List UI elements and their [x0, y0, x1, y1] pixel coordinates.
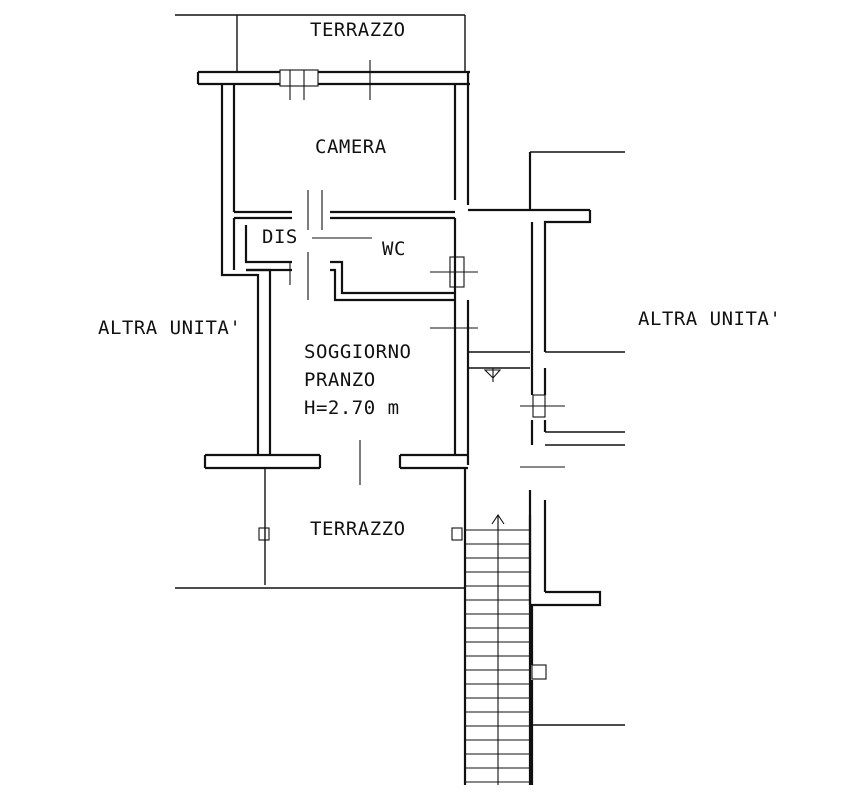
label-altra-unita-left: ALTRA UNITA'	[98, 317, 241, 339]
label-terrazzo-top: TERRAZZO	[310, 19, 406, 41]
label-height: H=2.70 m	[304, 397, 400, 419]
terrace-bottom-outline	[175, 468, 465, 589]
label-pranzo: PRANZO	[304, 369, 376, 391]
apartment-walls	[196, 60, 478, 485]
right-unit-walls	[468, 151, 625, 785]
label-terrazzo-bottom: TERRAZZO	[310, 518, 406, 540]
terrace-top-outline	[175, 14, 466, 72]
label-camera: CAMERA	[315, 136, 387, 158]
label-soggiorno: SOGGIORNO	[304, 341, 411, 363]
label-wc: WC	[382, 238, 406, 260]
label-dis: DIS	[262, 226, 298, 248]
stair-steps	[465, 529, 530, 783]
staircase	[463, 468, 532, 785]
label-altra-unita-right: ALTRA UNITA'	[638, 308, 781, 330]
